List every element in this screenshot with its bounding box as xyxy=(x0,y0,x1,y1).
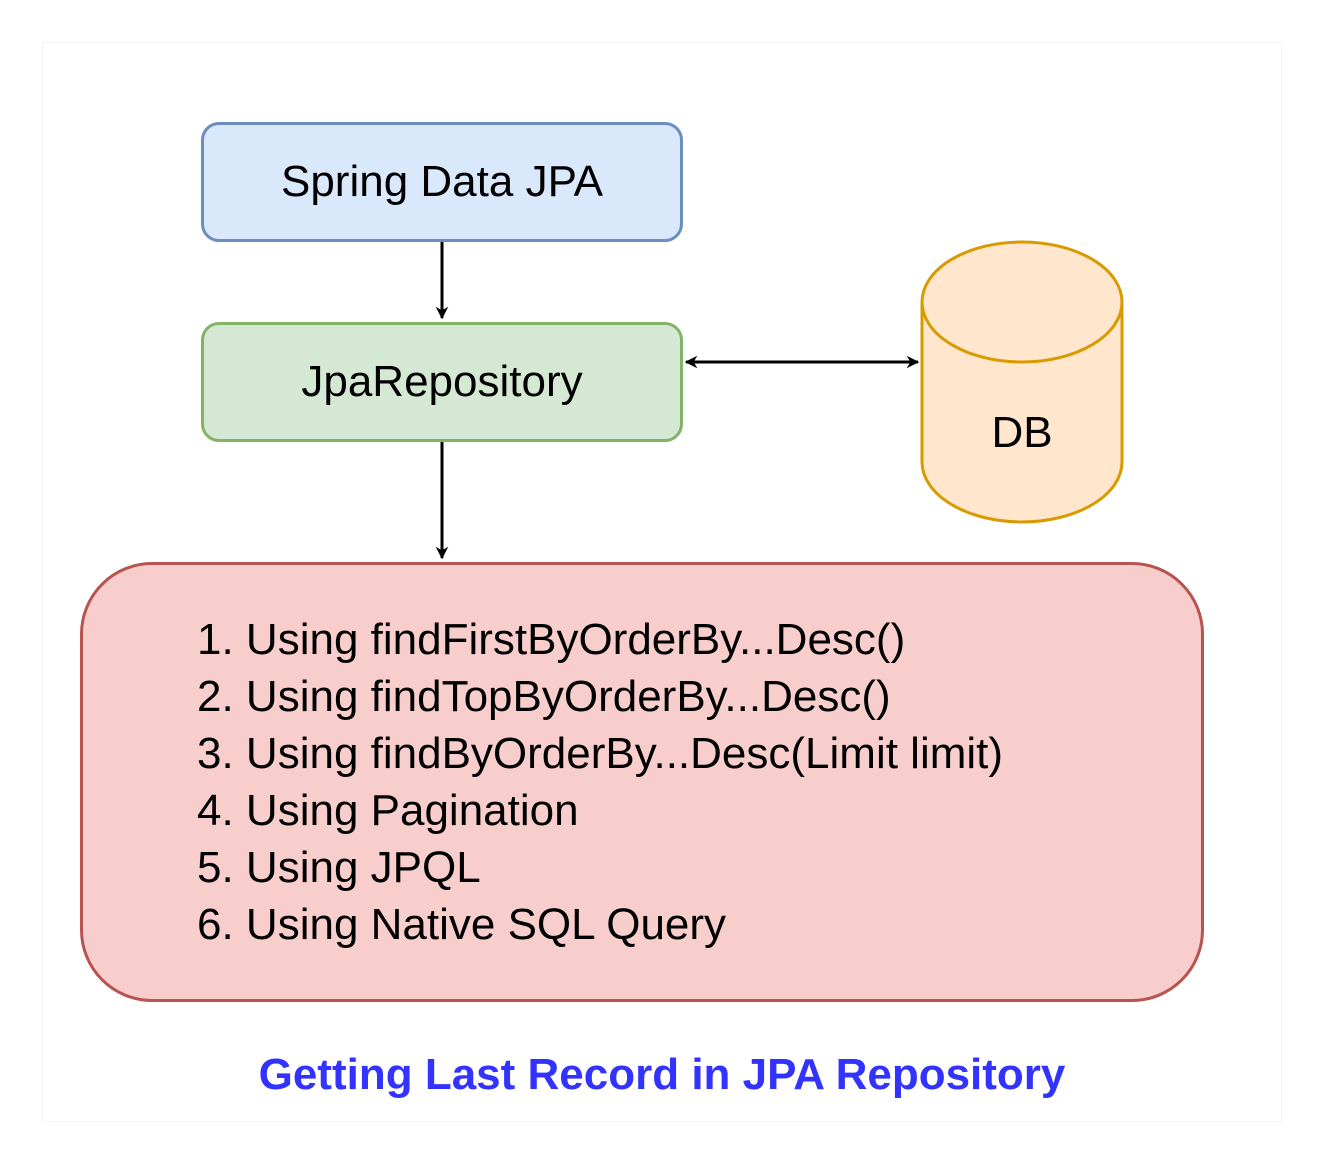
method-item-6: 6. Using Native SQL Query xyxy=(197,900,727,949)
jpa-repository-node: JpaRepository xyxy=(201,322,683,442)
method-item-1: 1. Using findFirstByOrderBy...Desc() xyxy=(197,615,906,664)
method-item-3: 3. Using findByOrderBy...Desc(Limit limi… xyxy=(197,729,1004,778)
method-item-2: 2. Using findTopByOrderBy...Desc() xyxy=(197,672,891,721)
spring-data-jpa-label: Spring Data JPA xyxy=(280,157,603,206)
method-item-5: 5. Using JPQL xyxy=(197,843,481,892)
methods-list: 1. Using findFirstByOrderBy...Desc() 2. … xyxy=(197,611,1003,953)
diagram-caption: Getting Last Record in JPA Repository xyxy=(258,1050,1066,1099)
spring-data-jpa-node: Spring Data JPA xyxy=(201,122,683,242)
jpa-repository-label: JpaRepository xyxy=(301,357,583,406)
method-item-4: 4. Using Pagination xyxy=(197,786,579,835)
methods-node: 1. Using findFirstByOrderBy...Desc() 2. … xyxy=(80,562,1204,1002)
